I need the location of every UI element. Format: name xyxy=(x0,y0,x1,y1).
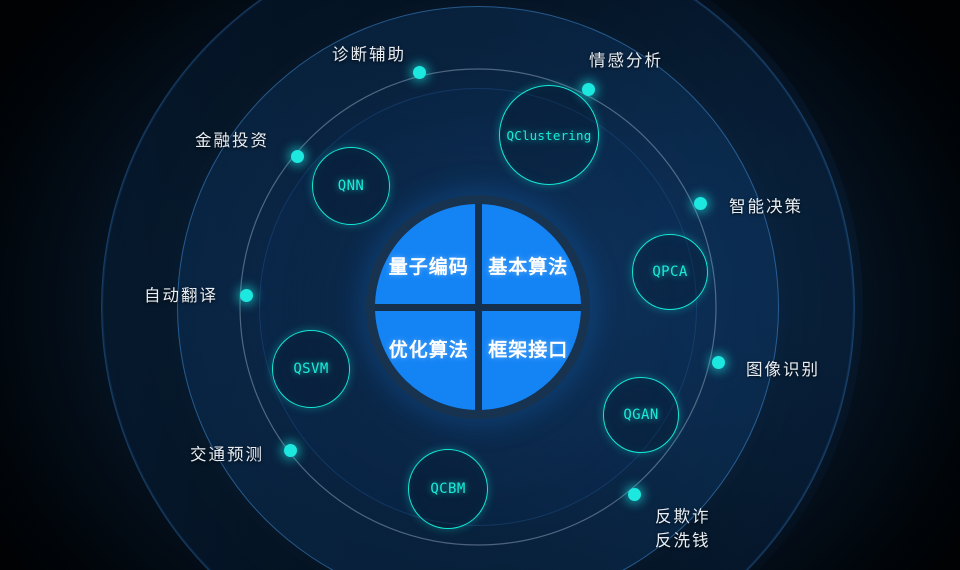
core-quadrant-grid: 量子编码 基本算法 优化算法 框架接口 xyxy=(375,204,581,410)
algorithm-bubble-qsvm[interactable]: QSVM xyxy=(272,330,350,408)
application-label-automatic-translation[interactable]: 自动翻译 xyxy=(144,287,218,305)
core-quadrant-label: 量子编码 xyxy=(388,257,469,279)
algorithm-bubble-label: QClustering xyxy=(506,127,592,143)
application-label-image-recognition[interactable]: 图像识别 xyxy=(746,361,820,379)
application-dot-diagnostic-assistance[interactable] xyxy=(413,66,426,79)
algorithm-bubble-label: QPCA xyxy=(652,264,688,280)
algorithm-bubble-label: QCBM xyxy=(430,481,466,497)
application-dot-sentiment-analysis[interactable] xyxy=(582,83,595,96)
application-dot-anti-fraud-aml[interactable] xyxy=(628,488,641,501)
algorithm-bubble-label: QNN xyxy=(337,178,365,194)
application-label-anti-fraud-aml[interactable]: 反欺诈 反洗钱 xyxy=(655,508,711,550)
application-dot-image-recognition[interactable] xyxy=(712,356,725,369)
core-quadrant-optimization-algorithms[interactable]: 优化算法 xyxy=(375,310,475,410)
core-quadrant-label: 框架接口 xyxy=(488,339,569,361)
application-label-intelligent-decision[interactable]: 智能决策 xyxy=(729,198,803,216)
core-capability-wheel: 量子编码 基本算法 优化算法 框架接口 xyxy=(366,195,590,419)
algorithm-bubble-qpca[interactable]: QPCA xyxy=(632,234,708,310)
core-quadrant-basic-algorithms[interactable]: 基本算法 xyxy=(481,204,581,304)
algorithm-bubble-label: QSVM xyxy=(293,361,329,377)
application-label-traffic-prediction[interactable]: 交通预测 xyxy=(190,446,264,464)
application-dot-traffic-prediction[interactable] xyxy=(284,444,297,457)
core-quadrant-label: 优化算法 xyxy=(388,339,469,361)
core-quadrant-framework-interface[interactable]: 框架接口 xyxy=(481,310,581,410)
application-dot-intelligent-decision[interactable] xyxy=(694,197,707,210)
core-quadrant-label: 基本算法 xyxy=(488,257,569,279)
application-label-sentiment-analysis[interactable]: 情感分析 xyxy=(589,52,663,70)
core-quadrant-quantum-encoding[interactable]: 量子编码 xyxy=(375,204,475,304)
application-dot-automatic-translation[interactable] xyxy=(240,289,253,302)
algorithm-bubble-qnn[interactable]: QNN xyxy=(312,147,390,225)
algorithm-bubble-qgan[interactable]: QGAN xyxy=(603,377,679,453)
application-dot-financial-investment[interactable] xyxy=(291,150,304,163)
algorithm-bubble-qcbm[interactable]: QCBM xyxy=(408,449,488,529)
algorithm-bubble-qclustering[interactable]: QClustering xyxy=(499,85,599,185)
application-label-diagnostic-assistance[interactable]: 诊断辅助 xyxy=(332,46,406,64)
application-label-financial-investment[interactable]: 金融投资 xyxy=(195,132,269,150)
algorithm-bubble-label: QGAN xyxy=(623,407,659,423)
